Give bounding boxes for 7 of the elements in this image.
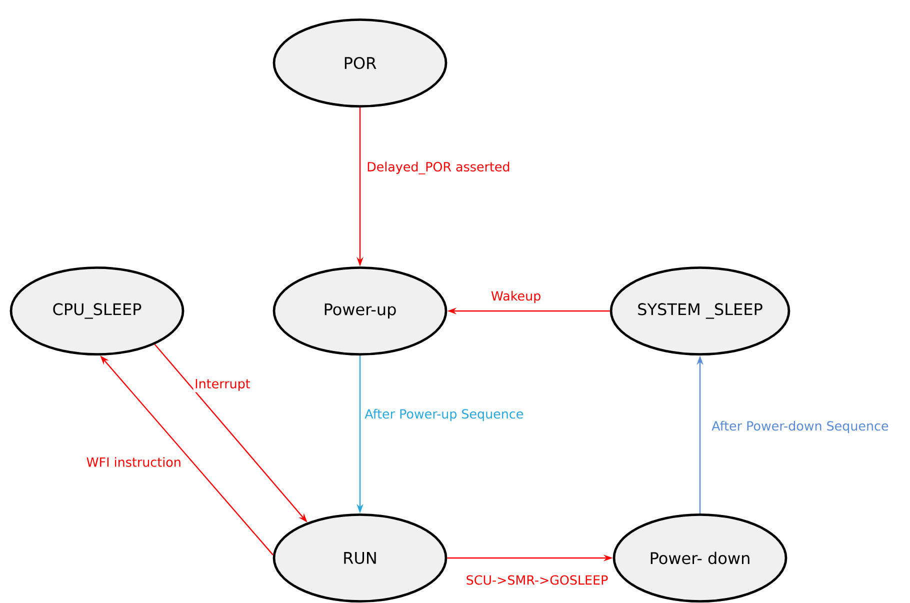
edge-label: SCU->SMR->GOSLEEP xyxy=(464,574,610,586)
edge-label: WFI instruction xyxy=(84,456,183,468)
edge-label: Interrupt xyxy=(193,378,252,392)
edge-label: Delayed_POR asserted xyxy=(365,160,512,176)
edge-label: Wakeup xyxy=(490,290,542,304)
edge-label: After Power-up Sequence xyxy=(363,408,525,422)
edge-label: After Power-down Sequence xyxy=(710,420,890,434)
